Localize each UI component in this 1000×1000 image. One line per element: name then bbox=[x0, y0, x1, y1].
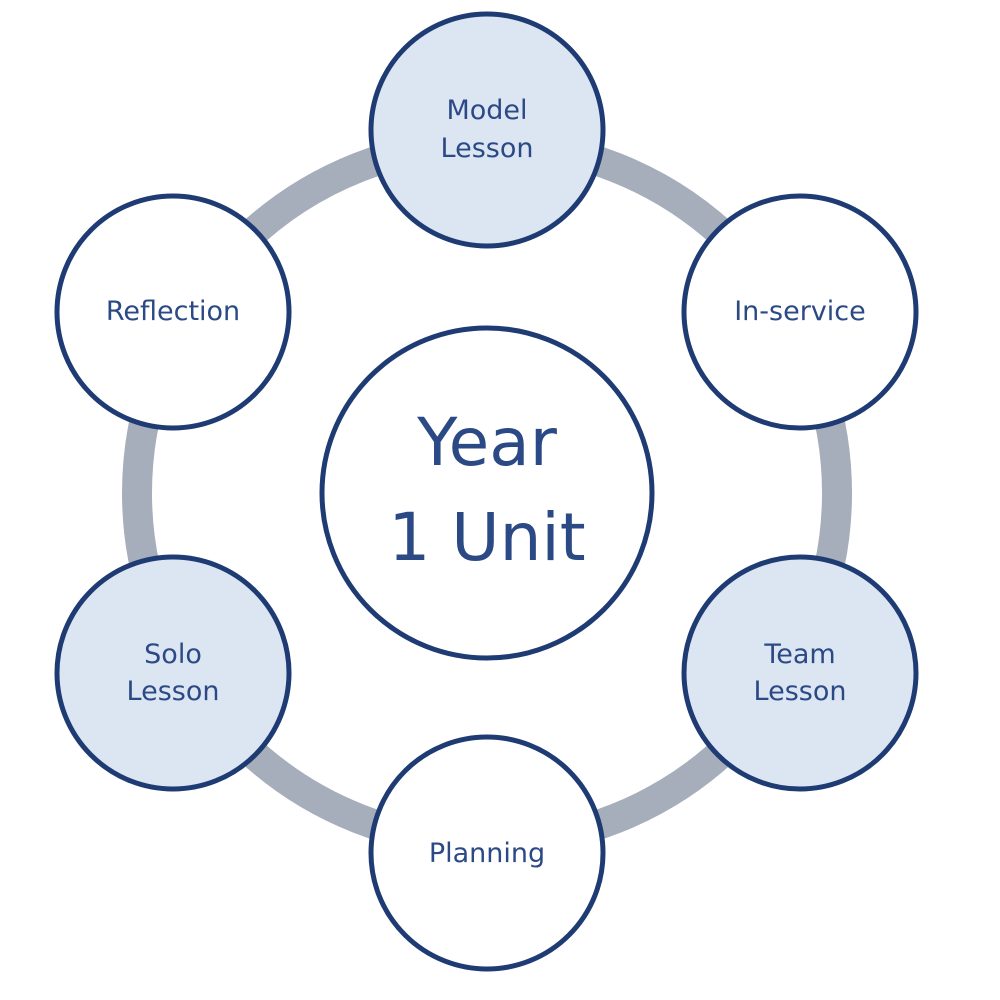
node-model-lesson: Model Lesson bbox=[368, 11, 606, 249]
node-reflection: Reflection bbox=[54, 193, 292, 431]
node-model-lesson-circle bbox=[368, 11, 606, 249]
node-model-lesson-line-2: Lesson bbox=[441, 133, 534, 164]
node-team-lesson-line-2: Lesson bbox=[754, 676, 847, 707]
center-node-circle bbox=[319, 325, 655, 661]
node-solo-lesson: Solo Lesson bbox=[54, 554, 292, 792]
node-planning: Planning bbox=[368, 734, 606, 972]
center-node-line-1: Year bbox=[416, 404, 558, 481]
node-team-lesson-circle bbox=[681, 554, 919, 792]
node-team-lesson: Team Lesson bbox=[681, 554, 919, 792]
node-model-lesson-line-1: Model bbox=[446, 95, 527, 126]
center-node: Year 1 Unit bbox=[319, 325, 655, 661]
node-in-service-circle bbox=[681, 193, 919, 431]
node-reflection-line-1: Reflection bbox=[106, 296, 240, 327]
node-solo-lesson-line-2: Lesson bbox=[127, 676, 220, 707]
node-team-lesson-line-1: Team bbox=[763, 639, 835, 670]
node-reflection-circle bbox=[54, 193, 292, 431]
center-node-line-2: 1 Unit bbox=[388, 499, 585, 576]
node-solo-lesson-circle bbox=[54, 554, 292, 792]
node-planning-line-1: Planning bbox=[429, 838, 545, 869]
node-in-service: In-service bbox=[681, 193, 919, 431]
node-solo-lesson-line-1: Solo bbox=[144, 639, 202, 670]
node-in-service-line-1: In-service bbox=[734, 296, 866, 327]
node-planning-circle bbox=[368, 734, 606, 972]
